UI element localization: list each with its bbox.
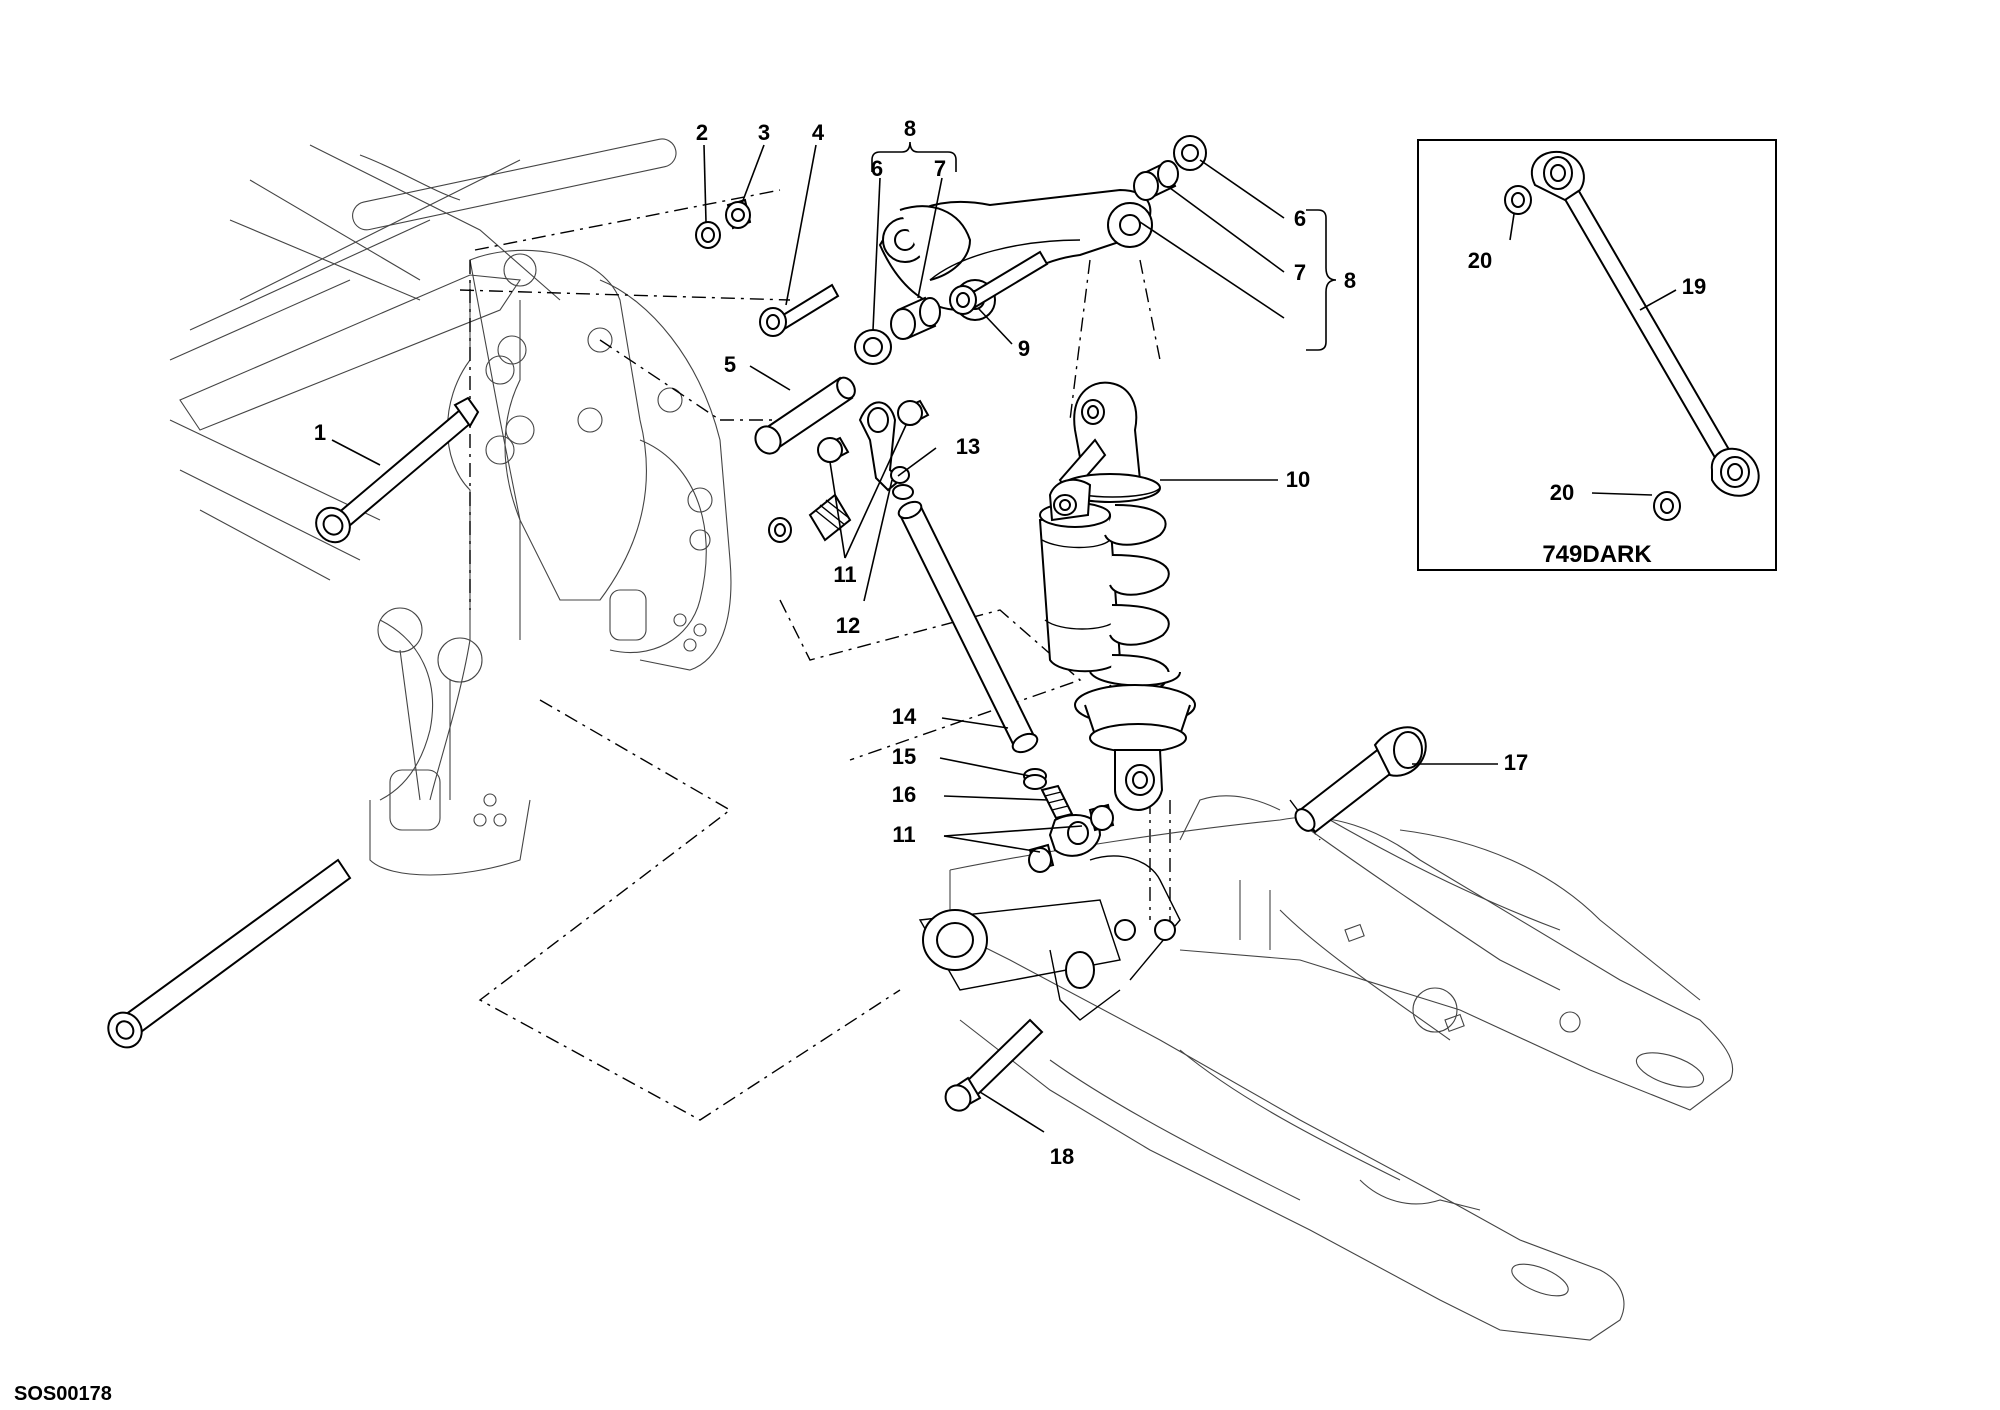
brace-8-top	[871, 141, 957, 172]
callout-20-bottom: 20	[1550, 480, 1574, 505]
callout-10: 10	[1286, 467, 1310, 492]
callout-17: 17	[1504, 750, 1528, 775]
part-13-nut	[890, 466, 914, 500]
callout-3: 3	[758, 120, 770, 145]
swingarm-ghost	[949, 795, 1734, 1341]
part-5-sleeve	[754, 376, 856, 455]
part-18-bolt	[944, 1018, 1044, 1112]
callout-6-right: 6	[1294, 206, 1306, 231]
callout-19: 19	[1682, 274, 1706, 299]
part-9-bolt	[949, 250, 1049, 315]
swingarm-pivot-housing	[918, 855, 1181, 1021]
part-15-nut	[1023, 768, 1047, 790]
callout-11-lower: 11	[892, 822, 915, 847]
long-axle-lower-left	[107, 858, 352, 1049]
callout-6-top: 6	[871, 156, 883, 181]
part-6-bearing-right	[1173, 135, 1207, 171]
callout-labels: 1 2 3 4 5 6 7 8 9 10 11 12 13 14 15 16 1…	[314, 116, 1528, 1169]
part-2-washer	[695, 221, 721, 249]
part-11-bushing-upper	[817, 399, 930, 463]
callout-1: 1	[314, 420, 326, 445]
part-11-bushing-lower	[1028, 803, 1115, 873]
callout-9: 9	[1018, 336, 1030, 361]
inset-title: 749DARK	[1542, 541, 1652, 568]
callout-4: 4	[812, 120, 825, 145]
construction-lines	[459, 189, 1321, 1121]
callout-11-upper: 11	[833, 562, 856, 587]
part-6-bearing-left	[854, 329, 892, 365]
frame-ghost	[169, 138, 732, 876]
brace-8-right	[1306, 209, 1337, 351]
part-17-bolt	[1294, 726, 1427, 834]
part-14-tie-rod	[897, 500, 1039, 754]
callout-15: 15	[892, 744, 916, 769]
part-20-bushing-top	[1504, 185, 1532, 215]
callout-7-right: 7	[1294, 260, 1306, 285]
callout-20-top: 20	[1468, 248, 1492, 273]
part-1-bolt	[315, 396, 480, 544]
callout-8-right: 8	[1344, 268, 1356, 293]
part-4-bolt	[759, 283, 840, 337]
callout-16: 16	[892, 782, 916, 807]
part-10-shock-absorber	[1038, 381, 1196, 812]
callout-5: 5	[724, 352, 736, 377]
drawing-code: SOS00178	[14, 1383, 112, 1405]
part-12-rod-end	[858, 401, 902, 492]
part-7-bearing-left	[890, 296, 941, 340]
callout-8-top: 8	[904, 116, 916, 141]
callout-7-top: 7	[934, 156, 946, 181]
part-20-bushing-bottom	[1653, 491, 1681, 521]
part-19-link-rod	[1530, 150, 1760, 497]
part-16-threaded-end	[1040, 784, 1074, 820]
callout-2: 2	[696, 120, 708, 145]
callout-14: 14	[892, 704, 917, 729]
leader-lines	[331, 144, 1498, 1133]
callout-12: 12	[836, 613, 860, 638]
callout-18: 18	[1050, 1144, 1074, 1169]
threaded-adjuster-left	[768, 493, 852, 543]
part-3-bushing	[725, 198, 752, 230]
part-7-bearing-right	[1133, 160, 1179, 201]
inset-749dark: 19 20 20 749DARK	[1417, 139, 1777, 571]
callout-13: 13	[956, 434, 980, 459]
